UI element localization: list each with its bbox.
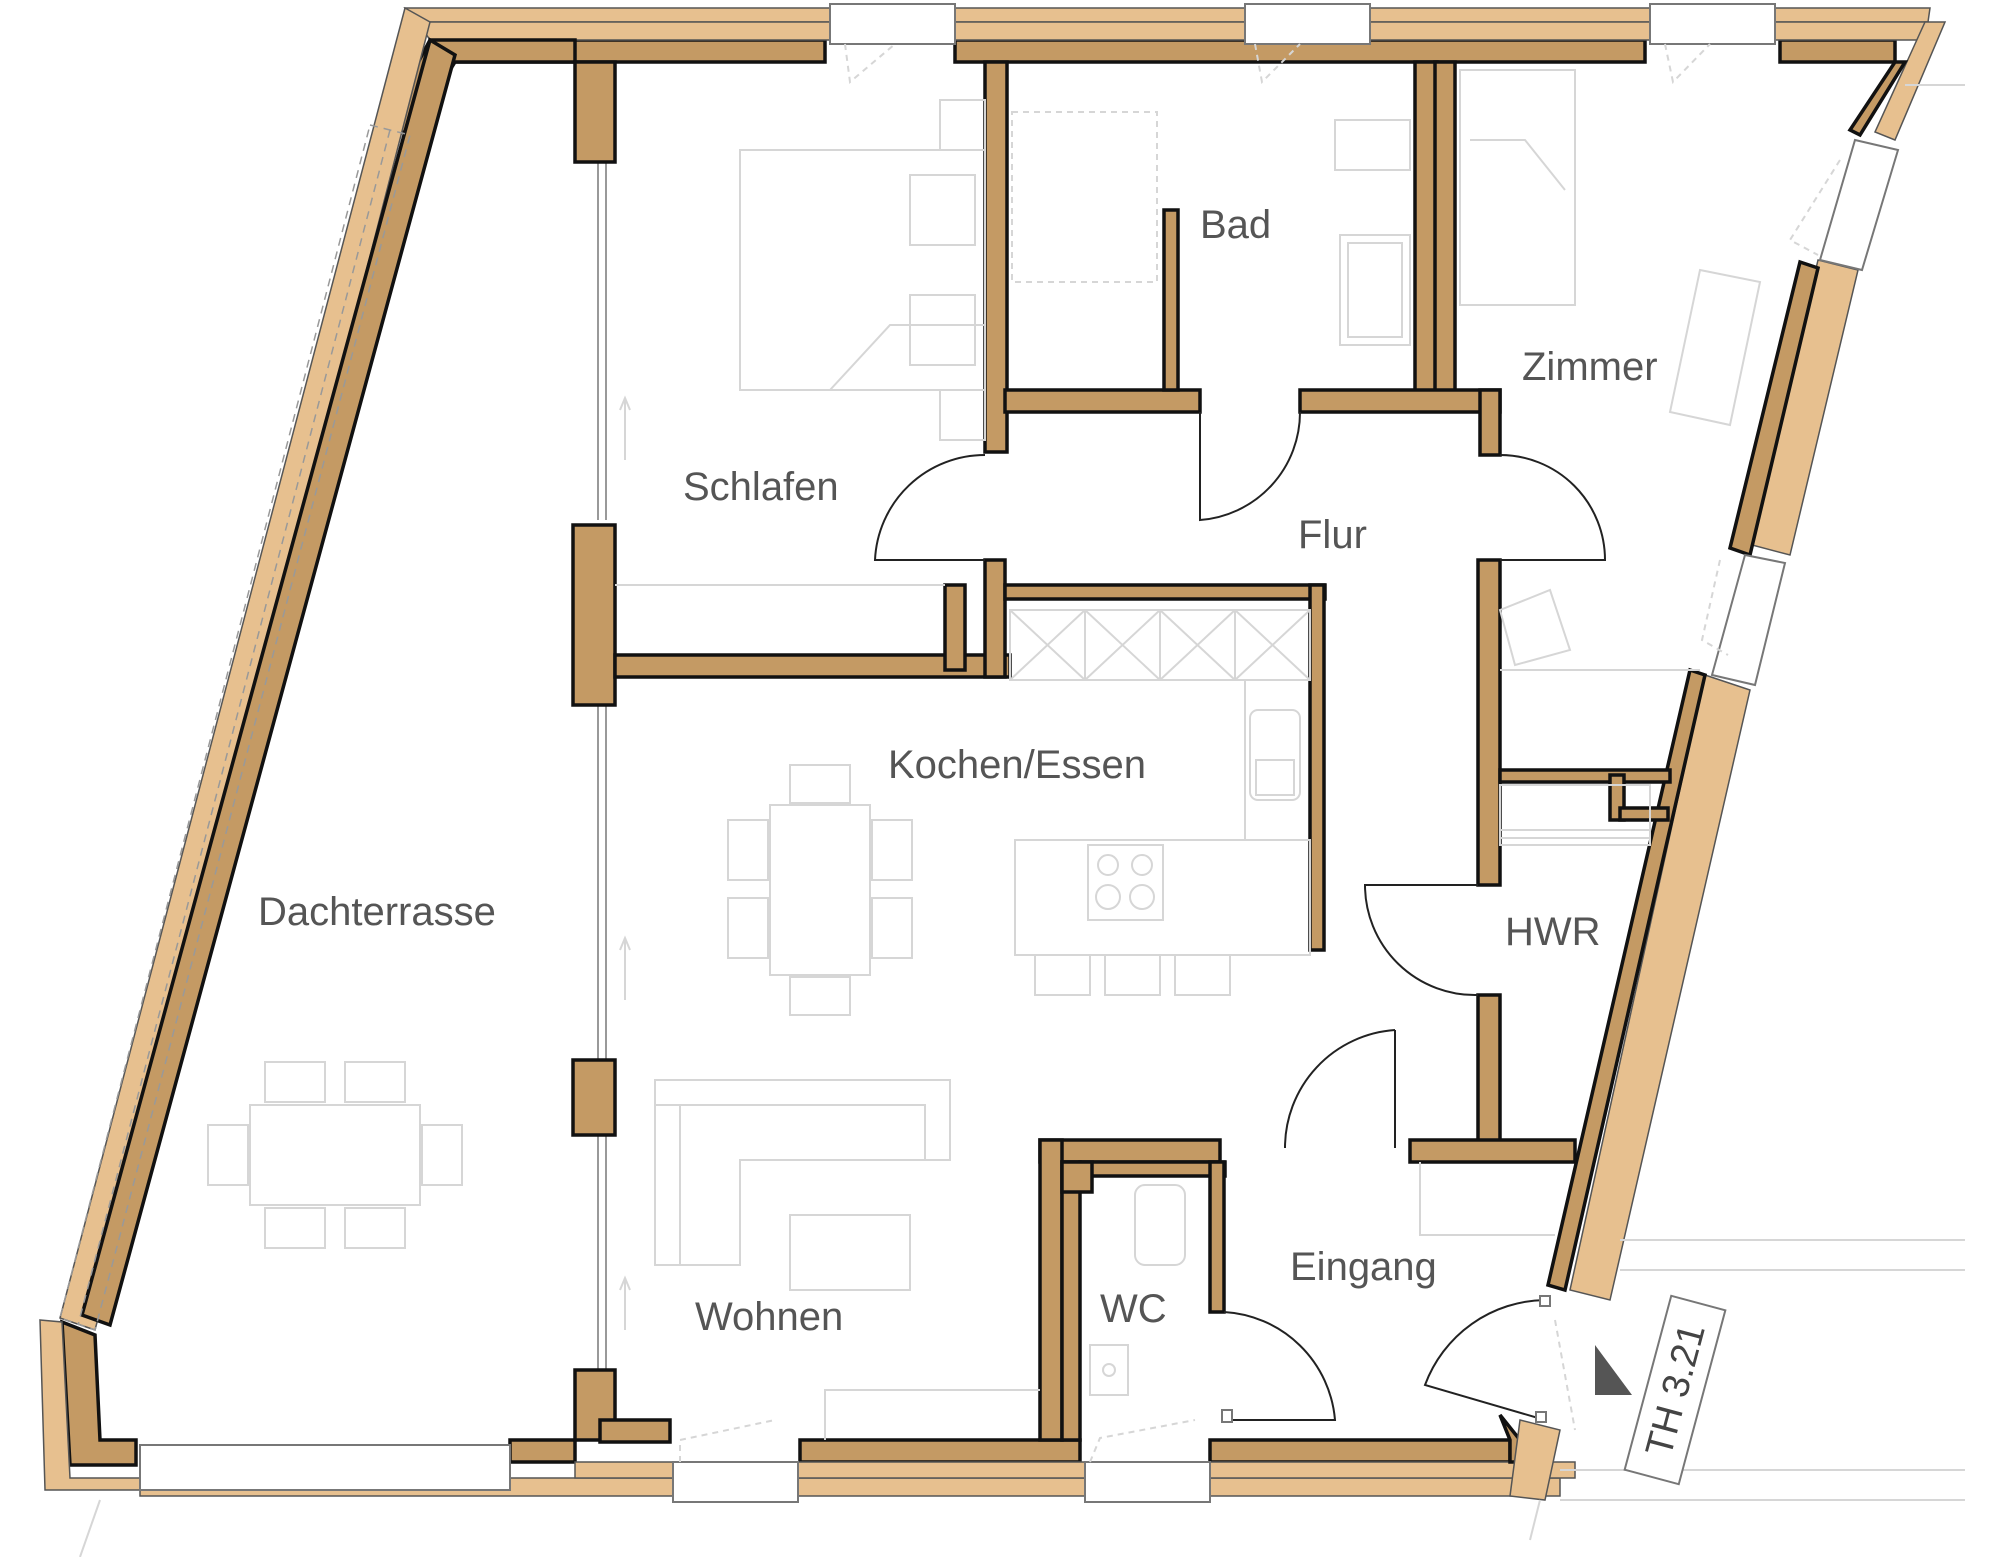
bathtub	[1339, 234, 1411, 346]
window-top-3	[1649, 3, 1776, 45]
entrance-arrow-icon	[1595, 1345, 1632, 1395]
room-label-wc: WC	[1100, 1287, 1167, 1331]
door-entrance	[1423, 1299, 1546, 1421]
outer-walls	[39, 6, 1947, 1501]
window-bottom-2	[672, 1461, 799, 1503]
room-label-dachterrasse: Dachterrasse	[258, 890, 496, 934]
coffee-table	[789, 1214, 911, 1291]
room-label-schlafen: Schlafen	[683, 465, 839, 509]
stair-tag: TH 3.21	[1595, 1294, 1727, 1486]
room-label-hwr: HWR	[1505, 910, 1601, 954]
wc-basin	[1089, 1344, 1129, 1396]
window-right-1	[1818, 138, 1900, 272]
washbasin	[1334, 119, 1411, 171]
room-label-eingang: Eingang	[1290, 1245, 1437, 1289]
room-labels: Dachterrasse Schlafen Bad Zimmer Flur Ko…	[258, 203, 1658, 1339]
terrace-table	[249, 1104, 421, 1206]
window-right-2	[1710, 553, 1787, 687]
room-label-flur: Flur	[1298, 513, 1367, 557]
cooktop	[1087, 844, 1164, 921]
bed-zimmer	[1459, 69, 1576, 306]
doors	[873, 411, 1607, 1423]
door-schlafen	[873, 453, 986, 561]
room-label-zimmer: Zimmer	[1522, 345, 1658, 389]
window-bottom-3	[1084, 1461, 1211, 1503]
glass-railing	[59, 124, 411, 1331]
door-bad	[1199, 411, 1302, 522]
door-zimmer	[1499, 454, 1607, 561]
door-wc	[1223, 1311, 1337, 1421]
bed	[739, 149, 986, 391]
room-label-kochen-essen: Kochen/Essen	[888, 743, 1146, 787]
door-eingang-inner	[1283, 1029, 1396, 1149]
sofa	[654, 1079, 951, 1266]
shower	[1011, 111, 1158, 283]
toilet	[1134, 1184, 1186, 1266]
window-bottom-1	[139, 1444, 511, 1491]
terrace-glazing	[597, 160, 631, 1370]
sink	[1249, 709, 1301, 801]
window-top-2	[1244, 3, 1371, 45]
room-label-wohnen: Wohnen	[695, 1295, 843, 1339]
room-label-bad: Bad	[1200, 203, 1271, 247]
windows	[59, 3, 1900, 1503]
kitchen-island	[1014, 839, 1311, 956]
dining-table	[769, 804, 871, 976]
window-top-1	[829, 3, 956, 45]
door-hwr	[1363, 884, 1479, 997]
